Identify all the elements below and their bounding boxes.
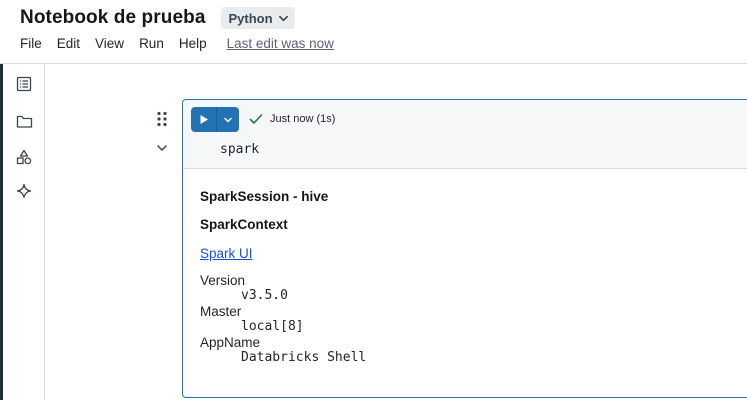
version-value: v3.5.0 [241,288,288,303]
drag-handle-icon[interactable] [155,111,169,127]
master-label: Master [200,304,242,319]
appname-value: Databricks Shell [241,350,367,365]
language-selector[interactable]: Python [221,7,295,29]
notebook-title[interactable]: Notebook de prueba [20,7,206,28]
table-of-contents-icon[interactable] [15,75,33,93]
menu-help[interactable]: Help [178,35,207,51]
play-icon [200,115,208,124]
menu-view[interactable]: View [95,35,125,51]
master-value: local[8] [241,319,304,334]
version-label: Version [200,273,246,288]
cell-output: SparkSession - hive SparkContext Spark U… [200,188,740,366]
run-cell-button[interactable] [191,107,217,132]
cell-status: Just now (1s) [249,111,335,127]
last-edit-link[interactable]: Last edit was now [226,35,334,51]
notebook-cell[interactable]: Just now (1s) spark SparkSession - hive … [182,99,747,398]
menu-file[interactable]: File [20,35,42,51]
menu-edit[interactable]: Edit [56,35,81,51]
menu-bar: File Edit View Run Help Last edit was no… [20,34,334,52]
folder-icon[interactable] [15,112,33,130]
notebook-header: Notebook de prueba Python File Edit View… [0,0,747,64]
spark-ui-link[interactable]: Spark UI [200,246,253,261]
sparkle-icon[interactable] [15,182,33,200]
spark-session-heading: SparkSession - hive [200,189,329,204]
menu-run[interactable]: Run [139,35,164,51]
language-label: Python [228,10,273,26]
check-icon [249,114,263,124]
title-row: Notebook de prueba Python [20,6,295,30]
run-options-button[interactable] [217,107,239,132]
execution-time: Just now (1s) [270,113,336,125]
collapse-cell-icon[interactable] [155,141,169,155]
window-edge [0,0,3,400]
run-button-group [191,107,239,132]
chevron-down-icon [278,15,288,21]
shapes-icon[interactable] [15,148,33,166]
spark-context-heading: SparkContext [200,217,288,232]
left-sidebar [3,64,45,400]
spark-properties: Version v3.5.0 Master local[8] AppName D… [200,273,740,366]
code-line[interactable]: spark [220,142,260,157]
code-editor[interactable]: Just now (1s) spark [183,100,747,169]
chevron-down-icon [224,117,232,122]
appname-label: AppName [200,335,261,350]
